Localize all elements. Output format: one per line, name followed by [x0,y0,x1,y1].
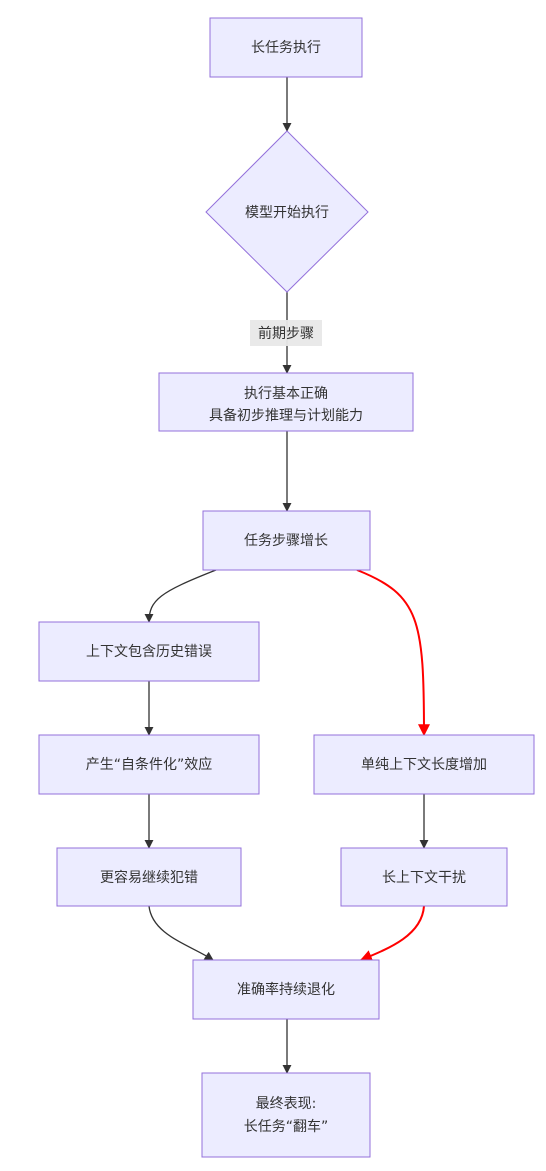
node-label: 产生“自条件化”效应 [86,756,213,773]
node-label: 更容易继续犯错 [100,869,198,886]
node-label-line1: 最终表现: [256,1096,317,1112]
edge-n7-n10 [148,905,214,961]
node-label: 单纯上下文长度增加 [361,757,487,773]
node-context-length-increase: 单纯上下文长度增加 [313,734,535,795]
node-label-line2: 长任务“翻车” [244,1118,329,1135]
node-accuracy-degradation: 准确率持续退化 [192,959,380,1020]
node-self-conditioning-effect: 产生“自条件化”效应 [38,734,260,795]
node-context-contains-errors: 上下文包含历史错误 [38,621,260,682]
edge-n4-n5 [144,569,217,623]
node-model-starts-execution: 模型开始执行 [205,130,369,293]
node-label: 任务步骤增长 [244,533,328,549]
node-basically-correct: 执行基本正确 具备初步推理与计划能力 [158,372,414,432]
node-label-line1: 执行基本正确 [244,385,328,402]
node-task-steps-grow: 任务步骤增长 [202,510,371,571]
node-long-context-interference: 长上下文干扰 [340,847,508,907]
node-long-task-execution: 长任务执行 [209,17,363,78]
node-label: 准确率持续退化 [237,981,335,998]
edge-label-text: 前期步骤 [258,325,314,342]
node-final-outcome: 最终表现: 长任务“翻车” [201,1072,371,1158]
node-more-likely-errors: 更容易继续犯错 [56,847,242,907]
edge-n9-n10 [359,905,425,962]
node-label: 长任务执行 [251,40,321,56]
node-label: 上下文包含历史错误 [86,644,212,660]
node-label: 长上下文干扰 [382,870,466,886]
edge-n4-n8 [356,569,430,737]
node-label-line2: 具备初步推理与计划能力 [209,407,363,424]
node-label: 模型开始执行 [245,205,329,221]
edge-label-early-steps: 前期步骤 [250,320,322,346]
